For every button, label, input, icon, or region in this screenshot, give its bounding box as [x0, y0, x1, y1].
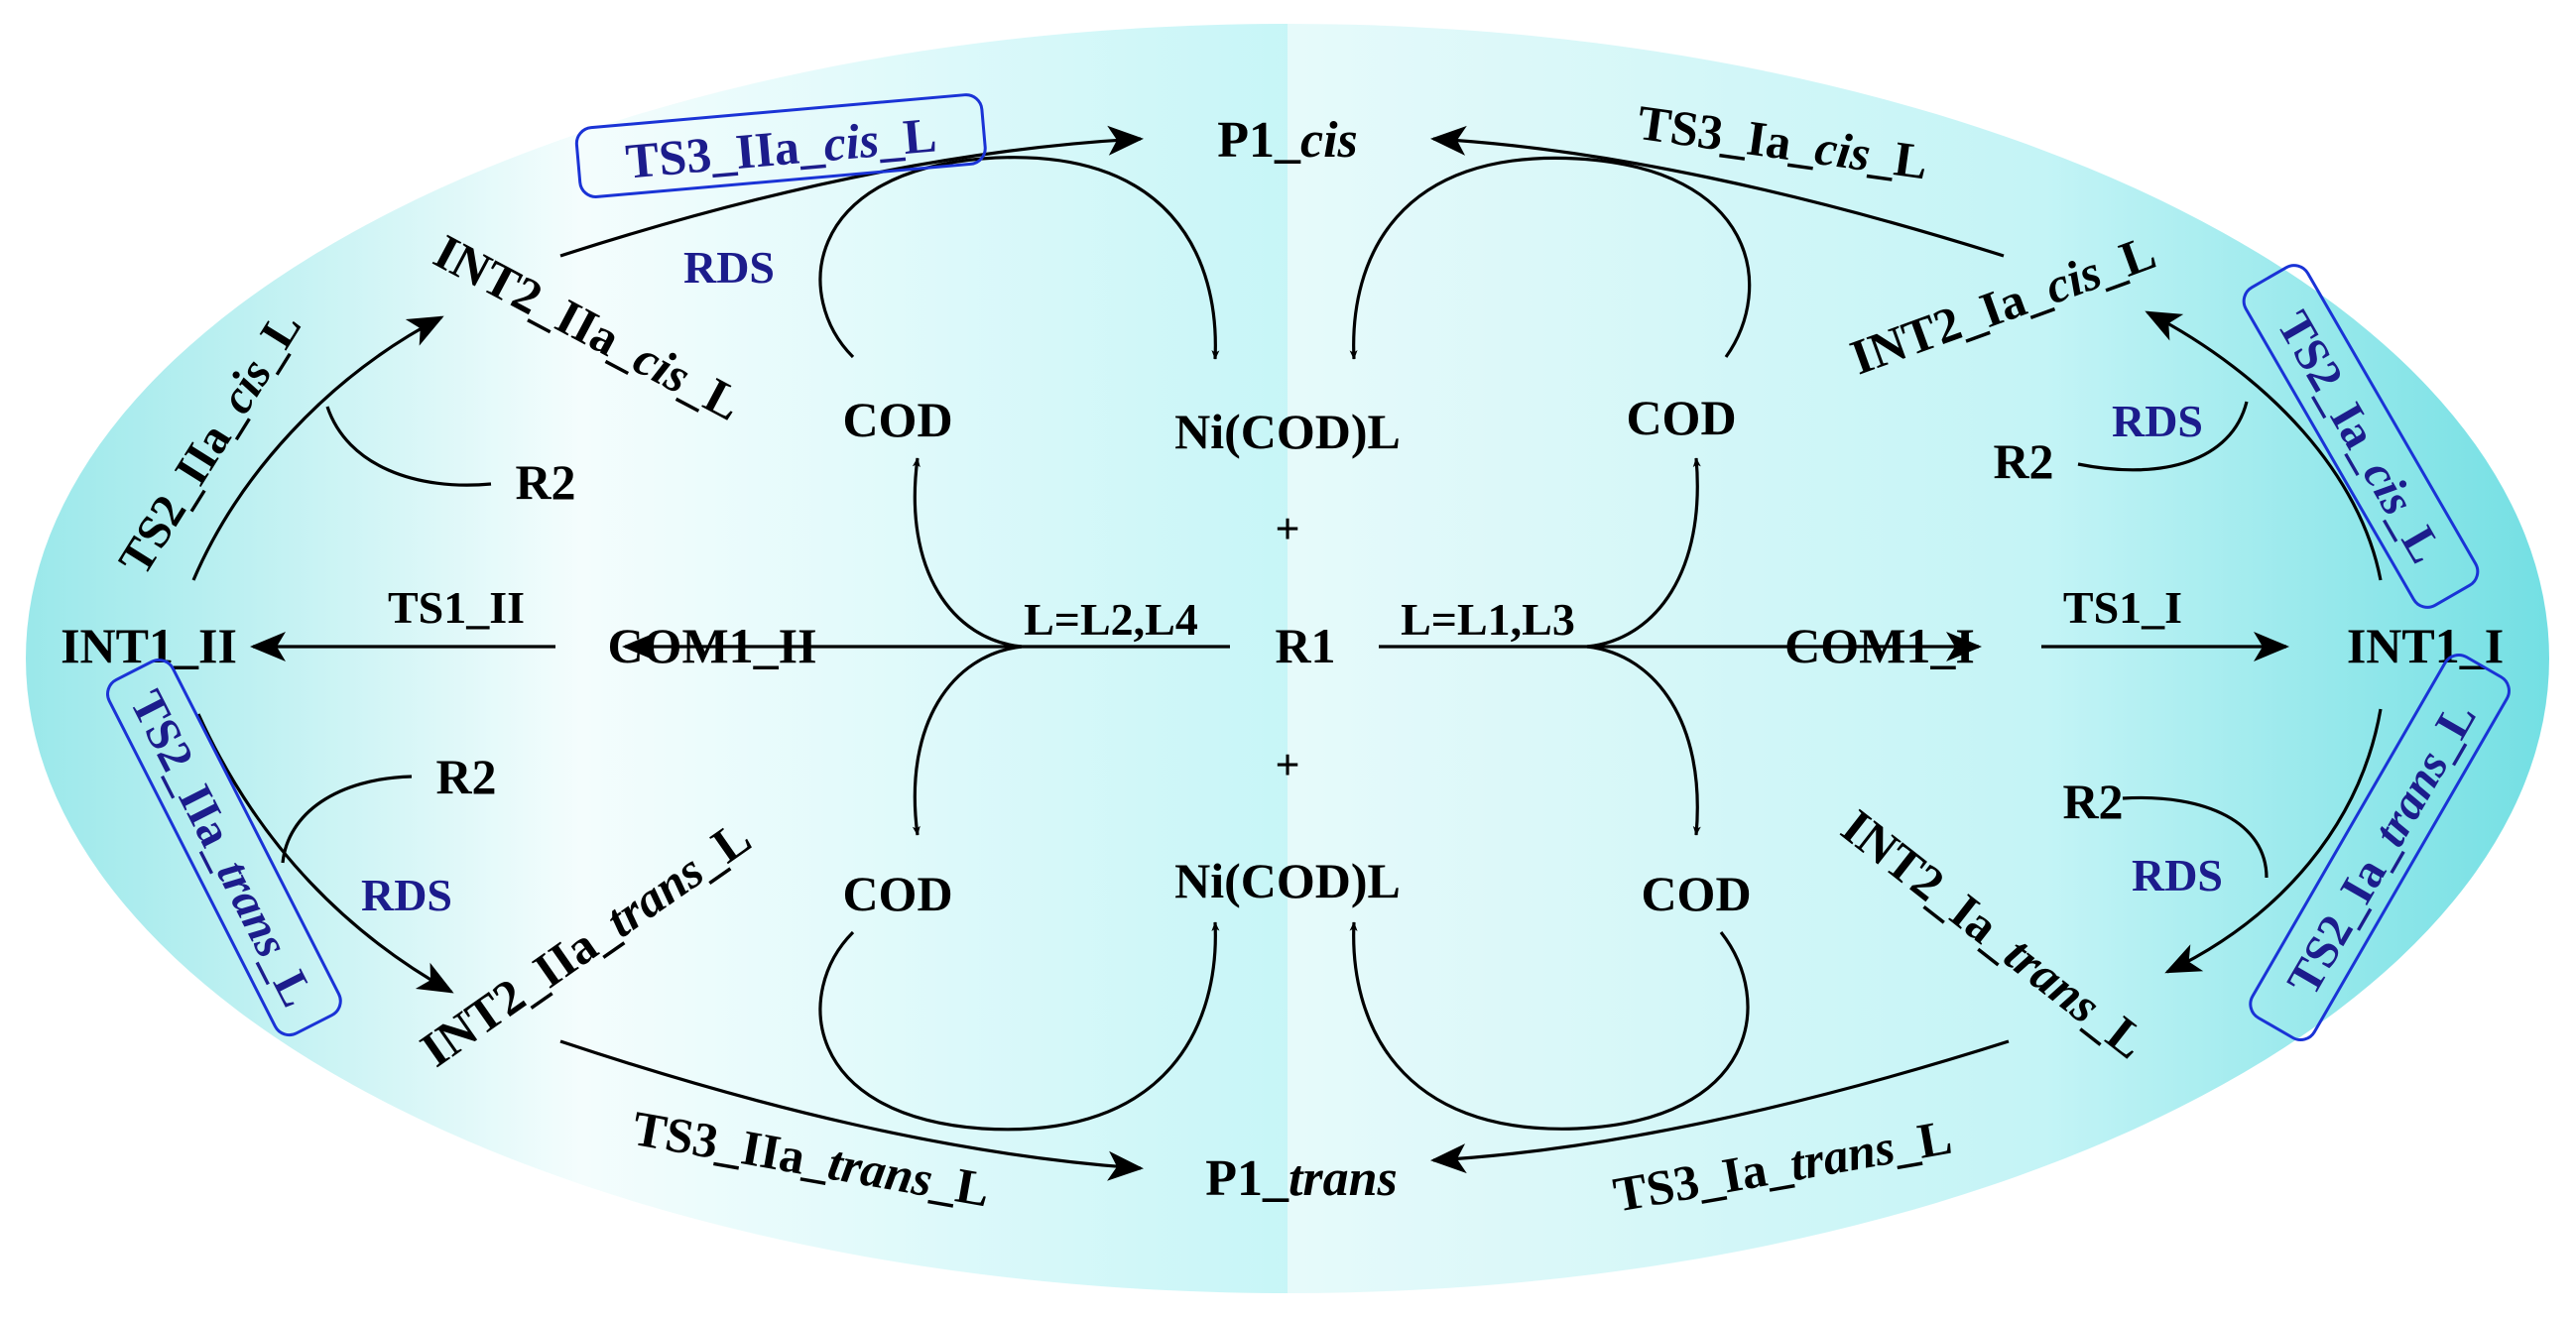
- highlight-box: [574, 93, 987, 198]
- r2-left-trans: R2: [435, 749, 496, 804]
- arrow-cod-to-nicodl-lower-left: [818, 921, 1220, 1132]
- r1-label: R1: [1275, 618, 1335, 673]
- com1-ii-label: COM1_II: [607, 618, 816, 673]
- arrow-int2-iia-cis-to-p1-cis: [559, 125, 1144, 258]
- r2-left-cis: R2: [515, 454, 575, 510]
- arrow-int1-ii-to-int2-iia-trans: [196, 713, 454, 994]
- rds-left-trans: RDS: [361, 870, 452, 920]
- ni-cod-l-upper: Ni(COD)L: [1174, 404, 1401, 459]
- arrow-cod-to-nicodl-upper-right: [1349, 156, 1752, 360]
- center-labels: R1 + + Ni(COD)L Ni(COD)L L=L2,L4 L=L1,L3…: [1024, 112, 1575, 1207]
- arrow-cod-release-left-down: [912, 645, 1023, 836]
- arrow-int1-ii-to-int2-iia-cis: [191, 315, 444, 581]
- r2-right-cis: R2: [1993, 433, 2053, 489]
- plus-lower: +: [1275, 741, 1299, 789]
- int1-ii-label: INT1_II: [61, 618, 237, 673]
- arrow-int2-iia-trans-to-p1-trans: [559, 1039, 1144, 1181]
- highlight-box: [106, 659, 342, 1037]
- ni-cod-l-lower: Ni(COD)L: [1174, 853, 1401, 908]
- arrow-cod-release-left-up: [912, 457, 1023, 649]
- ts1-i-label: TS1_I: [2063, 582, 2182, 633]
- cod-label-left-upper: COD: [842, 392, 952, 447]
- arrow-int2-ia-cis-to-p1-cis: [1430, 125, 2005, 258]
- cod-label-left-lower: COD: [842, 866, 952, 921]
- cod-label-right-lower: COD: [1641, 866, 1751, 921]
- rds-right-cis: RDS: [2112, 396, 2203, 446]
- arrow-int1-i-to-int2-ia-cis: [2145, 310, 2383, 581]
- highlight-box: [2242, 264, 2480, 609]
- ligand-label-right: L=L1,L3: [1401, 594, 1575, 645]
- arrow-cod-release-right-up: [1586, 457, 1701, 649]
- ts1-ii-label: TS1_II: [388, 582, 525, 633]
- arrow-cod-to-nicodl-lower-right: [1349, 921, 1750, 1131]
- arrow-r2-join-left-trans: [281, 775, 413, 864]
- plus-upper: +: [1275, 505, 1299, 553]
- product-p1-trans: P1_trans: [1205, 1150, 1398, 1207]
- com1-i-label: COM1_I: [1784, 618, 1975, 673]
- rds-left-cis: RDS: [683, 242, 775, 293]
- arrow-cod-release-right-down: [1586, 645, 1701, 836]
- arrow-r2-join-right-cis: [2077, 401, 2249, 472]
- ligand-label-left: L=L2,L4: [1024, 594, 1198, 645]
- arrows: [191, 125, 2383, 1181]
- arrow-r2-join-right-trans: [2122, 795, 2269, 879]
- arrow-int2-ia-trans-to-p1-trans: [1430, 1039, 2010, 1174]
- highlight-box: [2249, 653, 2511, 1042]
- cod-label-right-upper: COD: [1626, 390, 1736, 445]
- product-p1-cis: P1_cis: [1217, 112, 1358, 169]
- rds-right-trans: RDS: [2132, 850, 2223, 900]
- arrow-int1-i-to-int2-ia-trans: [2164, 708, 2383, 974]
- r2-right-trans: R2: [2062, 774, 2123, 829]
- arrow-r2-join-left-cis: [325, 406, 492, 487]
